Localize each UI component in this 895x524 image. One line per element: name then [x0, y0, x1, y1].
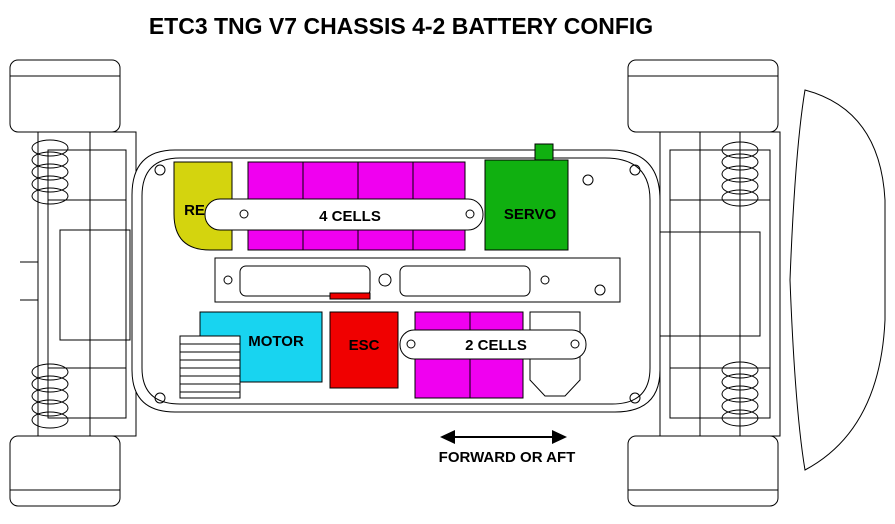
shock-front-bottom: [721, 361, 759, 427]
top-battery-strap: [204, 198, 484, 231]
wheel-front-bottom: [627, 435, 779, 507]
wheel-front-top: [627, 59, 779, 133]
direction-label: FORWARD OR AFT: [439, 449, 576, 466]
front-suspension: [659, 131, 781, 437]
battery-holder: [529, 311, 581, 397]
esc-block: [329, 311, 399, 389]
servo-label: SERVO: [504, 206, 557, 223]
esc-label: ESC: [349, 337, 380, 354]
motor-label: MOTOR: [248, 333, 304, 350]
motor-heatsink: [179, 335, 241, 399]
chassis-screws: [154, 164, 641, 404]
servo-block: [484, 159, 569, 251]
wheel-rear-top: [9, 59, 121, 133]
diagram-title: ETC3 TNG V7 CHASSIS 4-2 BATTERY CONFIG: [149, 13, 653, 39]
two-cells-label: 2 CELLS: [465, 337, 527, 354]
wheel-rear-bottom: [9, 435, 121, 507]
direction-arrow: [440, 430, 567, 444]
four-cells-label: 4 CELLS: [319, 208, 381, 225]
center-spine: [214, 257, 621, 303]
servo-horn: [534, 143, 554, 161]
shock-rear-top: [31, 139, 69, 205]
shock-rear-bottom: [31, 363, 69, 429]
front-body-outline: [789, 89, 886, 471]
shock-front-top: [721, 141, 759, 207]
bottom-battery-strap: [399, 329, 587, 360]
